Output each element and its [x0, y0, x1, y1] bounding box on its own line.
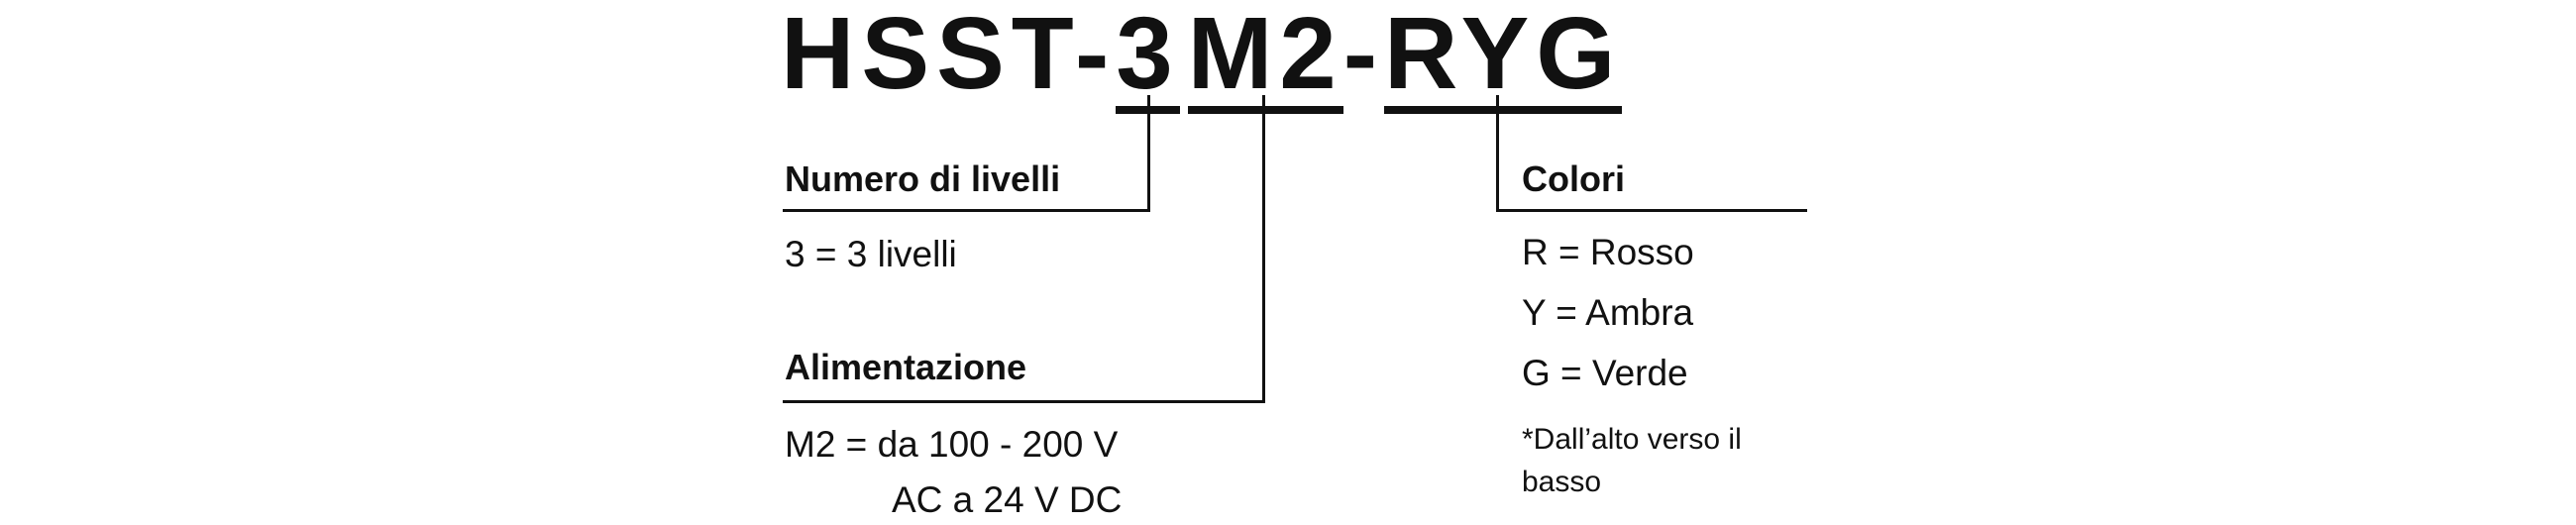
levels-leader-vertical	[1147, 95, 1150, 212]
levels-value: 3 = 3 livelli	[785, 234, 957, 274]
levels-heading: Numero di livelli	[785, 158, 1061, 199]
colors-heading: Colori	[1522, 158, 1625, 199]
part-number-prefix: HSST-	[781, 0, 1117, 110]
levels-leader-horizontal	[783, 209, 1150, 212]
part-number: HSST- 3 M2 - RYG	[781, 0, 1623, 114]
color-item-red: R = Rosso	[1522, 232, 1694, 272]
colors-leader-vertical	[1496, 95, 1499, 212]
power-heading: Alimentazione	[785, 347, 1027, 387]
power-value-line2: AC a 24 V DC	[892, 479, 1123, 520]
power-value-line1: M2 = da 100 - 200 V	[785, 424, 1119, 465]
color-item-amber: Y = Ambra	[1522, 292, 1694, 333]
part-number-power-code: M2	[1187, 2, 1343, 114]
colors-order-note: *Dall’alto verso il basso	[1522, 423, 1742, 498]
colors-leader-horizontal	[1496, 209, 1807, 212]
part-number-colors-code: RYG	[1384, 2, 1623, 114]
color-item-green: G = Verde	[1522, 353, 1688, 393]
power-leader-vertical	[1262, 95, 1265, 403]
part-number-separator: -	[1342, 0, 1385, 110]
power-leader-horizontal	[783, 400, 1265, 403]
